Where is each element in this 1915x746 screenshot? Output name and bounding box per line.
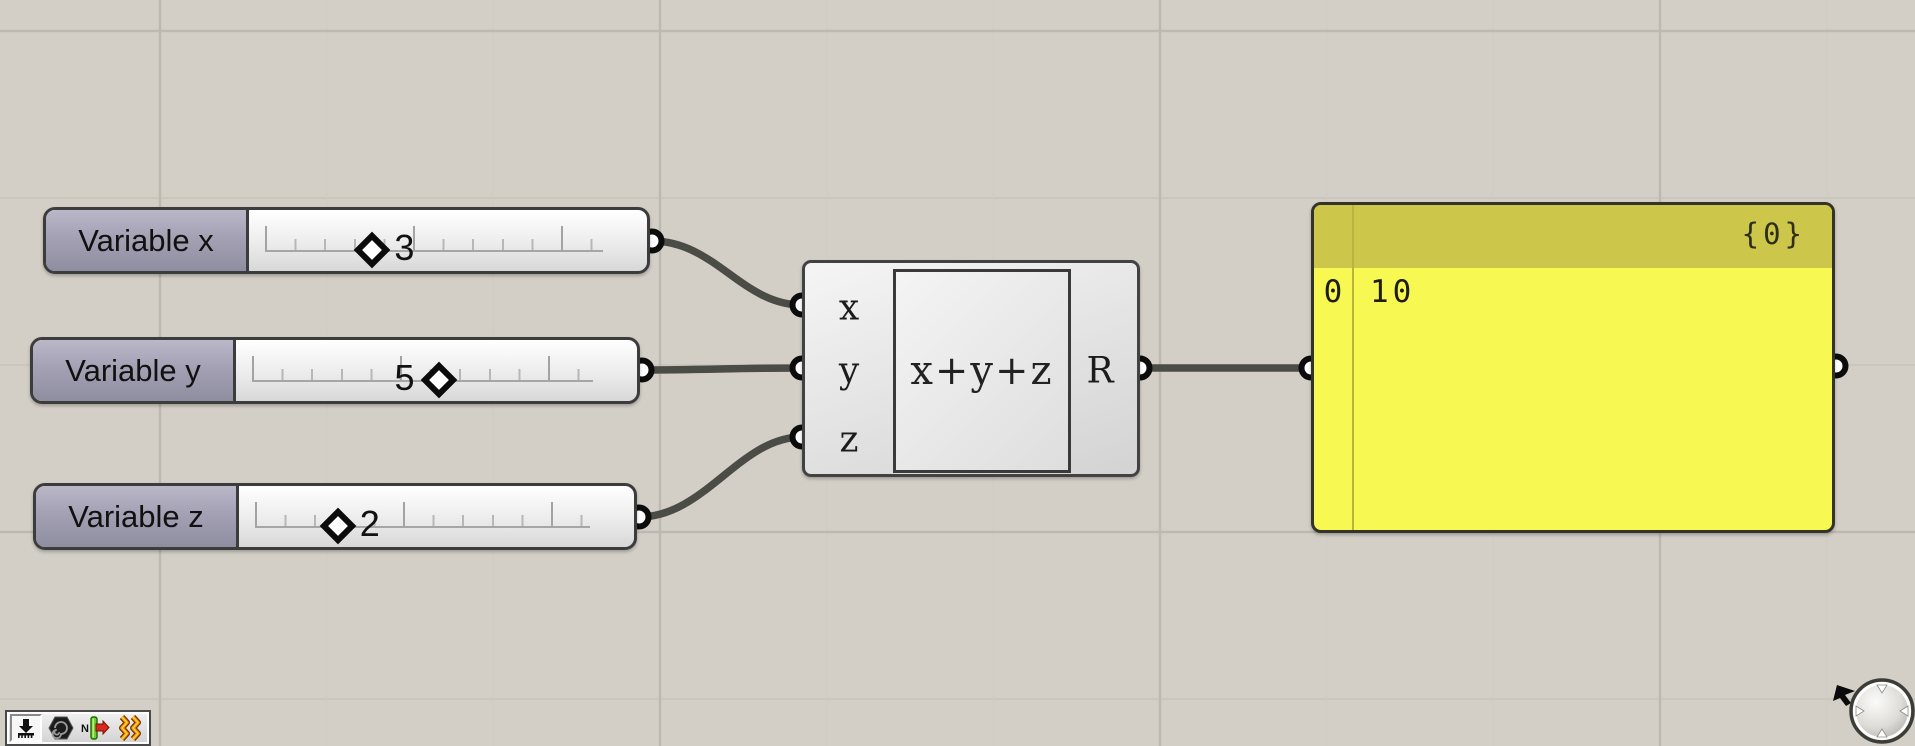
canvas-download-icon[interactable] — [10, 714, 42, 742]
panel-index-divider — [1352, 205, 1354, 530]
wire-y[interactable] — [638, 364, 806, 374]
expression-component[interactable]: x y z x+y+z R — [802, 260, 1140, 477]
panel-header[interactable]: {0} — [1314, 205, 1832, 268]
expression-body[interactable]: x+y+z — [893, 269, 1071, 473]
hexagon-spiral-glyph — [48, 716, 74, 740]
hexagon-spiral-icon[interactable] — [46, 715, 76, 741]
number-slider-variable-y[interactable]: Variable y 5 — [30, 337, 640, 404]
svg-text:N: N — [81, 723, 89, 735]
data-panel[interactable]: {0} 0 10 — [1311, 202, 1835, 533]
slider-name-label: Variable x — [46, 210, 249, 271]
slider-value: 2 — [359, 503, 380, 544]
panel-row-value: 10 — [1370, 274, 1416, 310]
panel-path-badge: {0} — [1741, 217, 1806, 251]
number-slider-variable-x[interactable]: Variable x 3 — [43, 207, 650, 274]
nav-ball-arrows — [1855, 684, 1909, 738]
slider-rail — [265, 226, 603, 252]
input-port-y-label[interactable]: y — [838, 350, 860, 392]
slider-rail — [255, 502, 590, 528]
slider-value: 3 — [394, 227, 415, 268]
slider-value: 5 — [394, 357, 415, 398]
cursor-arrow-icon — [1833, 685, 1855, 706]
slider-rail — [252, 356, 593, 382]
wire-display-glyph — [119, 715, 141, 741]
n-direction-glyph: N — [81, 716, 110, 740]
nav-ball-sphere[interactable] — [1849, 678, 1915, 744]
input-port-x-label[interactable]: x — [838, 287, 860, 329]
panel-row: 0 10 — [1314, 268, 1832, 310]
wire-x[interactable] — [648, 237, 806, 309]
navigation-ball[interactable] — [1815, 665, 1915, 746]
n-direction-icon[interactable]: N — [80, 715, 110, 741]
number-slider-variable-z[interactable]: Variable z 2 — [33, 483, 637, 550]
slider-track[interactable]: 5 — [236, 340, 637, 401]
wire-display-icon[interactable] — [114, 715, 144, 741]
input-port-z-label[interactable]: z — [839, 419, 859, 461]
slider-name-label: Variable z — [36, 486, 239, 547]
slider-name-label: Variable y — [33, 340, 236, 401]
output-port-r-label[interactable]: R — [1086, 350, 1114, 392]
panel-row-index: 0 — [1323, 274, 1345, 310]
download-arrow-glyph — [18, 719, 34, 738]
slider-track[interactable]: 3 — [249, 210, 647, 271]
wire-z[interactable] — [635, 433, 806, 521]
slider-track[interactable]: 2 — [239, 486, 634, 547]
canvas-toolbar: N — [5, 710, 151, 746]
